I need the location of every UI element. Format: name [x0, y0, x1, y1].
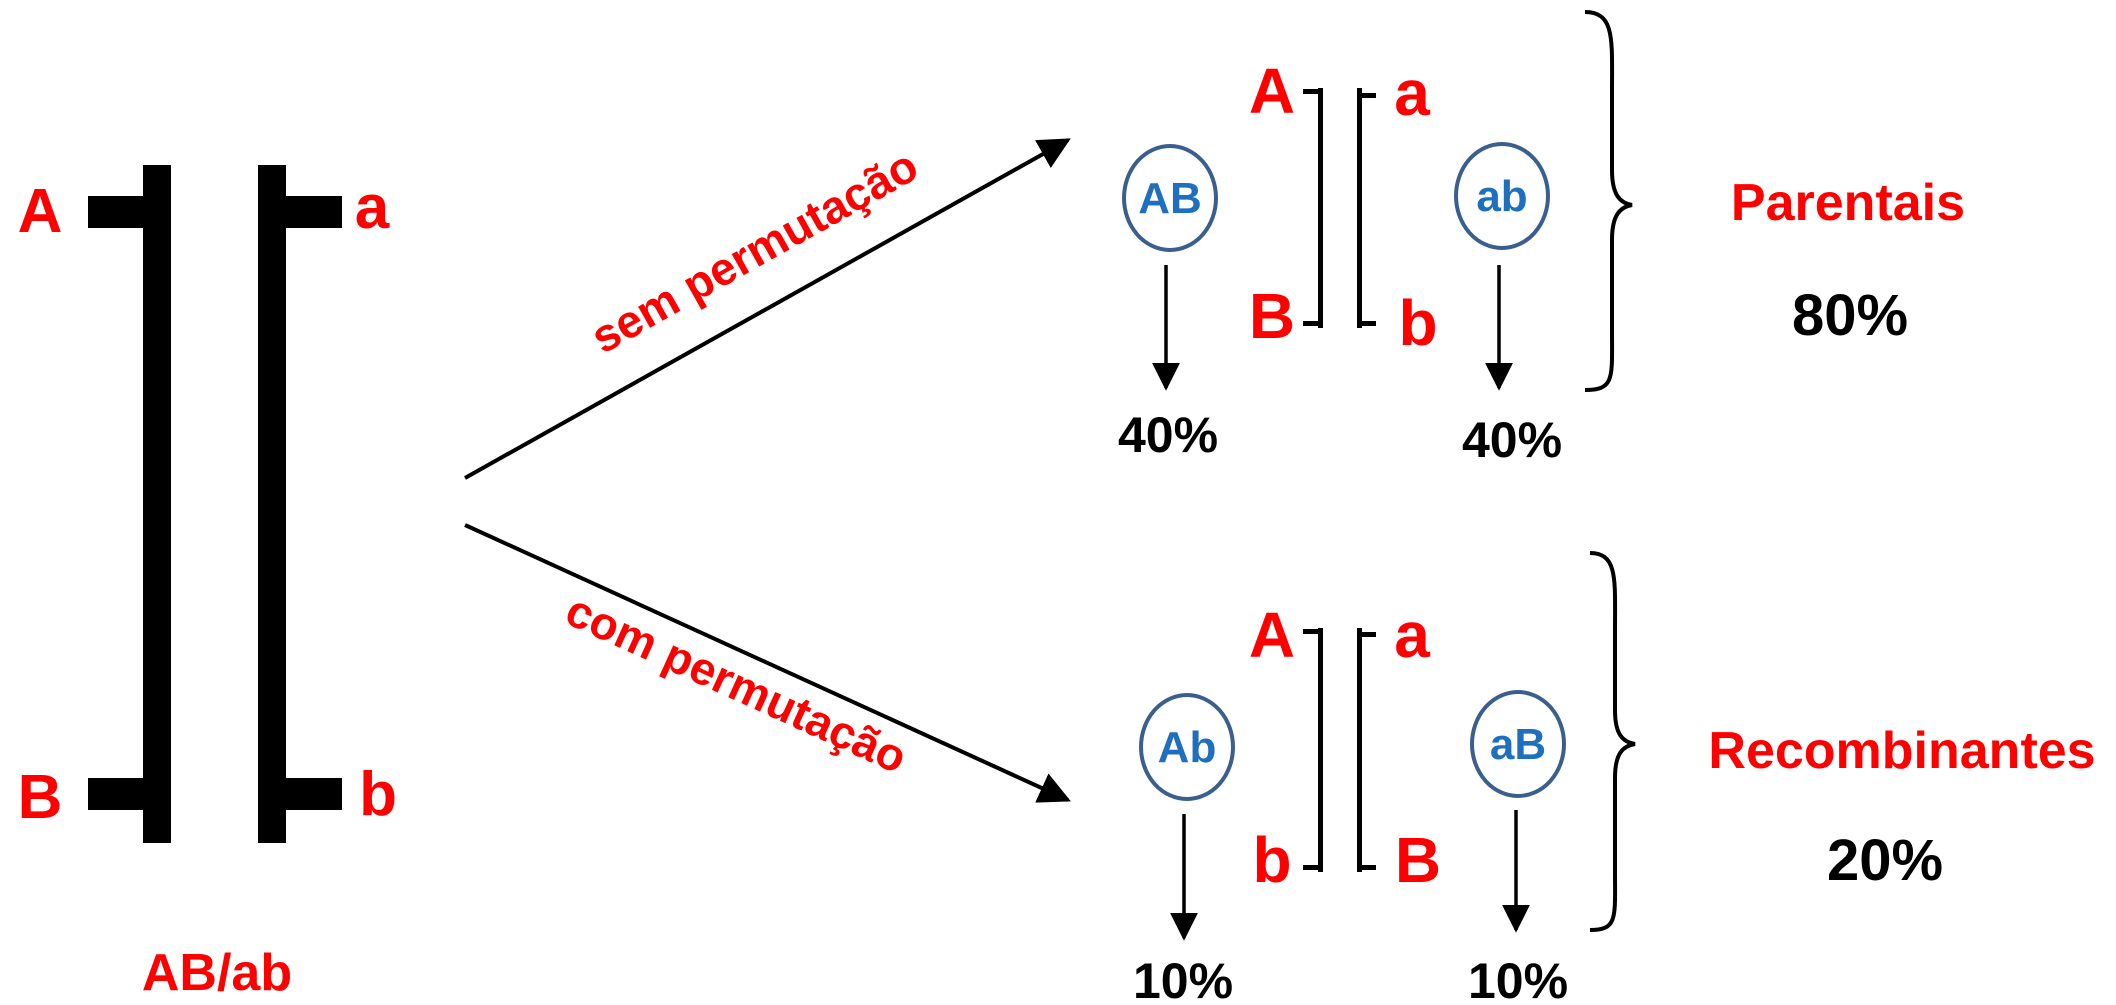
gamete-AB-circle [1122, 144, 1218, 252]
parent-allele-B: B [18, 763, 63, 832]
arrow-crossover [464, 523, 1071, 803]
parental-chromosome-pair [1303, 88, 1376, 328]
recombinant-allele-A: A [1249, 599, 1295, 671]
parental-allele-b: b [1398, 287, 1437, 359]
recombinant-chromosome-pair [1303, 628, 1376, 872]
gamete-ab-percent: 40% [1462, 412, 1562, 468]
recombinant-allele-b: b [1252, 824, 1291, 896]
parent-chromosome-left [88, 165, 171, 843]
gamete-Ab-label: Ab [1158, 723, 1217, 772]
gamete-ab-label: ab [1476, 172, 1527, 221]
gamete-Ab-circle [1139, 693, 1235, 801]
parent-chromosome-pair: A a B b AB/ab [18, 165, 397, 1002]
recombinant-group-label: Recombinantes [1708, 722, 2095, 780]
parent-genotype-label: AB/ab [142, 944, 292, 1002]
label-com-permutacao: com permutação [558, 583, 915, 783]
parental-group-percent: 80% [1792, 283, 1908, 348]
parental-allele-a: a [1394, 57, 1430, 129]
gamete-AB-percent: 40% [1118, 407, 1218, 463]
recombinant-brace [1589, 551, 1636, 932]
arrow-no-crossover [464, 138, 1071, 480]
gamete-aB-percent: 10% [1468, 953, 1568, 1005]
parental-group: A a B b AB 40% ab 40% Parentais 80% [1118, 10, 1965, 468]
gamete-AB-label: AB [1138, 174, 1202, 223]
gamete-ab-circle [1454, 142, 1550, 250]
parent-allele-b: b [359, 760, 397, 829]
parent-allele-A: A [18, 177, 63, 246]
recombinant-group: A a b B Ab 10% aB 10% Recombinantes 20% [1133, 551, 2096, 1005]
parent-chromosome-right [258, 165, 342, 843]
gamete-Ab-percent: 10% [1133, 953, 1233, 1005]
gamete-aB-circle [1470, 690, 1566, 798]
parental-brace [1584, 10, 1633, 392]
label-sem-permutacao: sem permutação [582, 139, 926, 363]
recombinant-group-percent: 20% [1827, 828, 1943, 893]
parental-allele-B: B [1249, 280, 1295, 352]
parental-allele-A: A [1249, 55, 1295, 127]
gamete-aB-label: aB [1490, 720, 1546, 769]
parental-group-label: Parentais [1731, 174, 1965, 232]
branch-arrows: sem permutação com permutação [464, 138, 1071, 803]
parent-allele-a: a [355, 173, 390, 242]
recombinant-allele-B: B [1395, 824, 1441, 896]
recombinant-allele-a: a [1394, 599, 1430, 671]
